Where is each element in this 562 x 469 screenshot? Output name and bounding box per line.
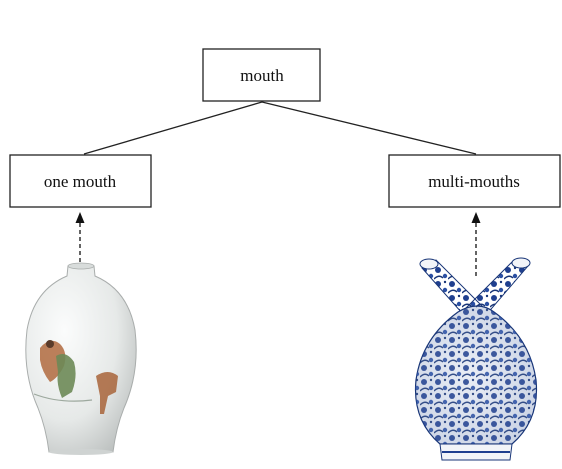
left-arrowhead <box>75 212 85 223</box>
root-node-box <box>202 48 321 102</box>
right-dashed-arrow <box>471 212 481 276</box>
meiping-vase-icon <box>25 262 137 455</box>
root-node-label: mouth <box>240 66 284 85</box>
connector-root-left <box>83 101 263 155</box>
multi-mouths-node-label: multi-mouths <box>428 172 520 191</box>
left-dashed-arrow <box>75 212 85 262</box>
multi-mouths-node-box <box>388 154 561 208</box>
one-mouth-node-label: one mouth <box>44 172 117 191</box>
connector-root-right <box>261 101 477 155</box>
right-arrowhead <box>471 212 481 223</box>
multi-mouths-node: multi-mouths <box>388 154 561 208</box>
one-mouth-node: one mouth <box>9 154 152 208</box>
double-spout-vase-icon <box>414 257 538 461</box>
one-mouth-node-box <box>9 154 152 208</box>
root-node: mouth <box>202 48 321 102</box>
